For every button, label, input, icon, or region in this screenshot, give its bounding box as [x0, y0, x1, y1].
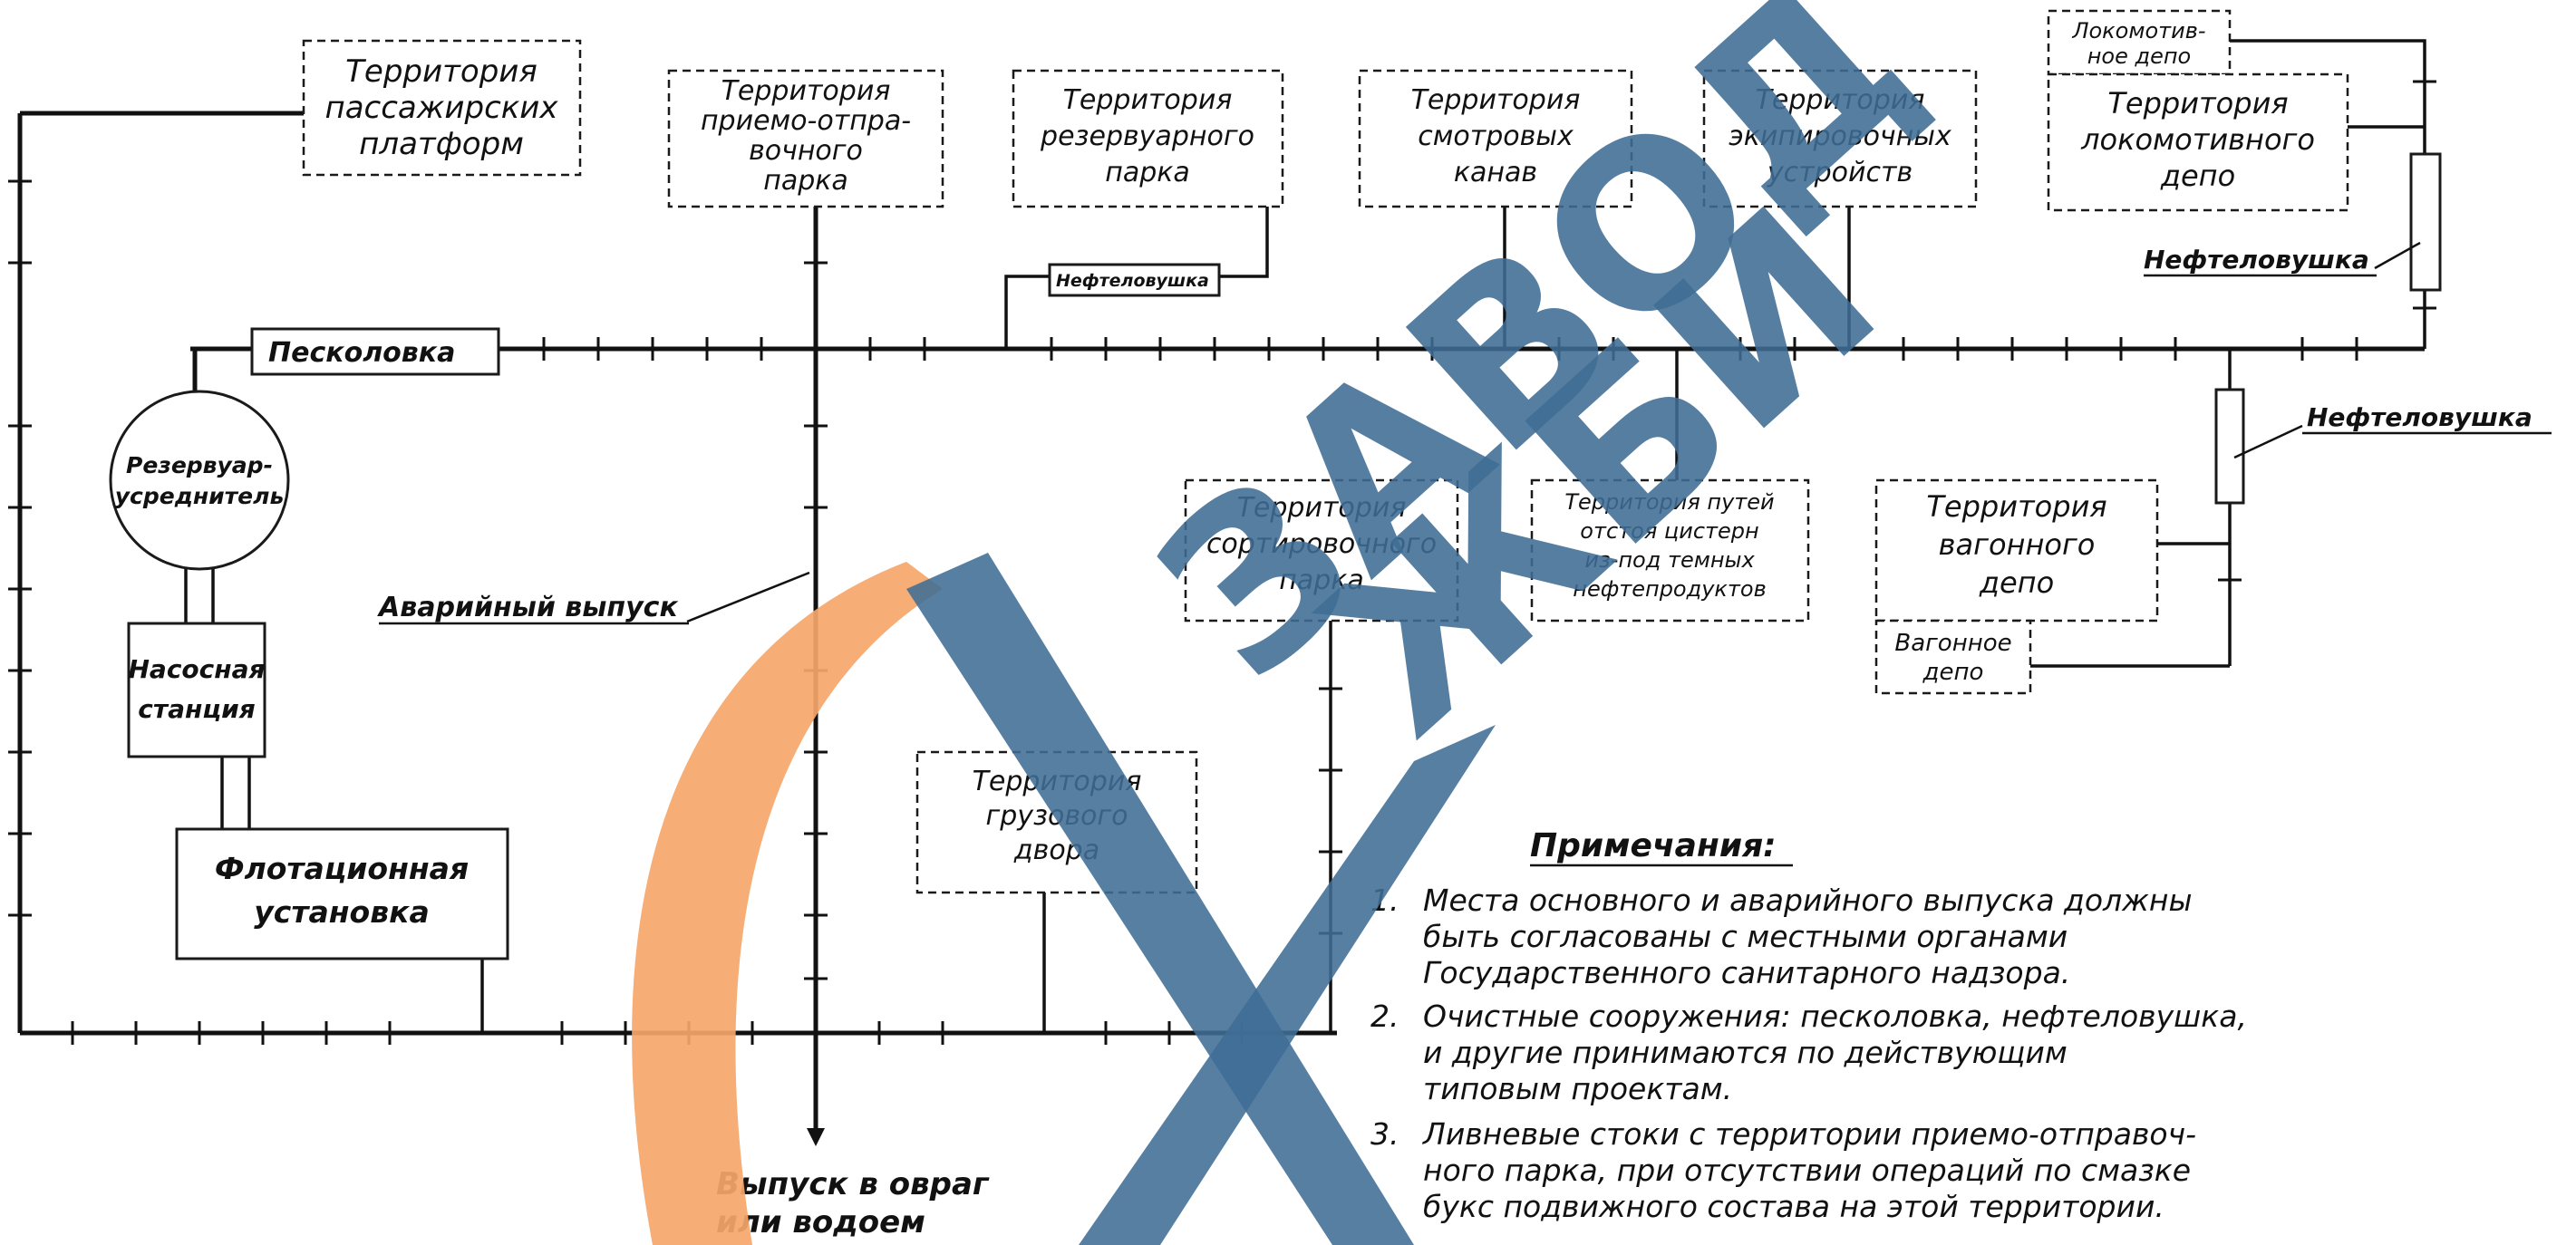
sand-trap: Песколовка	[250, 327, 500, 376]
flotation-unit: Флотационная установка	[175, 827, 509, 960]
callout-emergency-outlet: Аварийный выпуск	[377, 571, 810, 625]
callout-outlet: Выпуск в овраг или водоем	[716, 1166, 990, 1240]
pump-station-label-line: станция	[138, 694, 255, 724]
flotation-label-line: установка	[254, 894, 430, 930]
territory-label-line: платформ	[359, 126, 524, 162]
outlet-label-line: или водоем	[716, 1204, 925, 1240]
callout-label: Аварийный выпуск	[377, 592, 678, 623]
territory-label-line: сортировочного	[1206, 528, 1437, 560]
callout-label: Нефтеловушка	[2144, 245, 2369, 275]
territory-label-line: Территория	[1411, 84, 1581, 116]
note-item: 3. Ливневые стоки с территории приемо-от…	[1370, 1116, 2196, 1224]
territory-reception-departure-park: Территория приемо-отпра- вочного парка	[667, 69, 944, 208]
territory-car-depot: Территория вагонного депо	[1874, 478, 2159, 622]
territory-label-line: Территория	[1926, 489, 2106, 524]
note-line: Очистные сооружения: песколовка, нефтело…	[1423, 999, 2247, 1034]
territory-label-line: устройств	[1767, 157, 1913, 188]
building-label-line: Локомотив-	[2071, 18, 2205, 43]
territory-label-line: депо	[1979, 565, 2054, 600]
territory-label-line: Территория	[1756, 84, 1925, 116]
watermark-stripe	[1079, 725, 1496, 1245]
territory-label-line: канав	[1454, 157, 1537, 188]
territory-label-line: Территория	[345, 53, 537, 90]
territory-label-line: отстоя цистерн	[1580, 518, 1758, 544]
pump-station: Насосная станция	[127, 622, 266, 758]
territory-label-line: Территория	[1063, 84, 1233, 116]
note-line: Ливневые стоки с территории приемо-отпра…	[1422, 1116, 2196, 1152]
tank-averager-label-line: Резервуар-	[126, 452, 273, 478]
oil-trap-small: Нефтеловушка	[1048, 263, 1221, 297]
territory-label-line: депо	[2160, 159, 2235, 193]
building-label-line: ное депо	[2087, 43, 2192, 69]
note-item: 1. Места основного и аварийного выпуска …	[1370, 883, 2193, 990]
watermark-stripe	[906, 553, 1414, 1245]
territory-label-line: нефтепродуктов	[1573, 576, 1766, 602]
callout-oil-trap-upper: Нефтеловушка	[2144, 241, 2421, 277]
oil-trap-small-label: Нефтеловушка	[1056, 271, 1209, 291]
building-car-depot: Вагонное депо	[1874, 619, 2032, 695]
territory-label-line: парка	[1279, 565, 1364, 596]
building-label-line: Вагонное	[1894, 630, 2011, 657]
note-line: типовым проектам.	[1423, 1071, 1732, 1106]
territory-sorting-park: Территория сортировочного парка	[1184, 478, 1459, 622]
territory-label-line: пассажирских	[324, 90, 558, 126]
territory-label-line: Территория	[1237, 492, 1407, 524]
callout-oil-trap-lower: Нефтеловушка	[2233, 402, 2552, 459]
oil-trap-vertical-upper	[2409, 152, 2442, 292]
outlet-label-line: Выпуск в овраг	[716, 1166, 990, 1202]
territory-label-line: из-под темных	[1584, 547, 1755, 573]
building-locomotive-depot: Локомотив- ное депо	[2047, 9, 2232, 76]
territory-locomotive-depot: Территория локомотивного депо	[2047, 72, 2349, 212]
territory-label-line: экипировочных	[1729, 121, 1951, 152]
territory-label-line: смотровых	[1418, 121, 1574, 152]
territory-tank-standby-tracks: Территория путей отстоя цистерн из-под т…	[1530, 478, 1810, 622]
note-line: Места основного и аварийного выпуска дол…	[1423, 883, 2193, 918]
oil-trap-small-pipe	[1004, 275, 1050, 349]
note-number: 3.	[1370, 1116, 1399, 1152]
territory-label-line: Территория	[721, 75, 891, 107]
note-line: букс подвижного состава на этой территор…	[1423, 1189, 2164, 1224]
note-item: 2. Очистные сооружения: песколовка, нефт…	[1370, 999, 2247, 1106]
building-label-line: депо	[1922, 659, 1984, 686]
note-number: 2.	[1370, 999, 1399, 1034]
tank-averager-label-line: усреднитель	[115, 483, 285, 509]
territory-label-line: Территория	[2107, 86, 2288, 121]
pump-station-label-line: Насосная	[129, 654, 266, 684]
sand-trap-label: Песколовка	[268, 337, 455, 369]
territory-label-line: приемо-отпра-	[701, 105, 911, 137]
notes-block: Примечания: 1. Места основного и аварийн…	[1370, 827, 2247, 1224]
territory-tank-park: Территория резервуарного парка	[1012, 69, 1284, 208]
tank-park-pipe	[1219, 204, 1269, 278]
oil-trap-vertical-lower	[2214, 388, 2245, 505]
territory-label-line: резервуарного	[1040, 121, 1254, 152]
territory-passenger-platforms: Территория пассажирских платформ	[302, 39, 582, 177]
callout-label: Нефтеловушка	[2307, 402, 2532, 432]
note-line: Государственного санитарного надзора.	[1423, 955, 2070, 990]
territory-equipping-devices: Территория экипировочных устройств	[1702, 69, 1978, 208]
territory-label-line: парка	[1105, 157, 1190, 188]
note-line: быть согласованы с местными органами	[1423, 919, 2068, 954]
flotation-label-line: Флотационная	[215, 851, 469, 886]
territory-label-line: локомотивного	[2080, 122, 2315, 157]
territory-label-line: Территория путей	[1564, 489, 1774, 515]
watermark-orange-arc	[632, 562, 943, 1245]
territory-label-line: парка	[763, 165, 848, 197]
territory-label-line: вочного	[749, 135, 863, 167]
notes-title: Примечания:	[1530, 827, 1777, 864]
territory-label-line: вагонного	[1939, 527, 2096, 562]
tank-averager: Резервуар- усреднитель	[109, 390, 290, 571]
note-line: и другие принимаются по действующим	[1423, 1035, 2068, 1070]
note-line: ного парка, при отсутствии операций по с…	[1423, 1153, 2191, 1188]
territory-inspection-pits: Территория смотровых канав	[1358, 69, 1633, 208]
